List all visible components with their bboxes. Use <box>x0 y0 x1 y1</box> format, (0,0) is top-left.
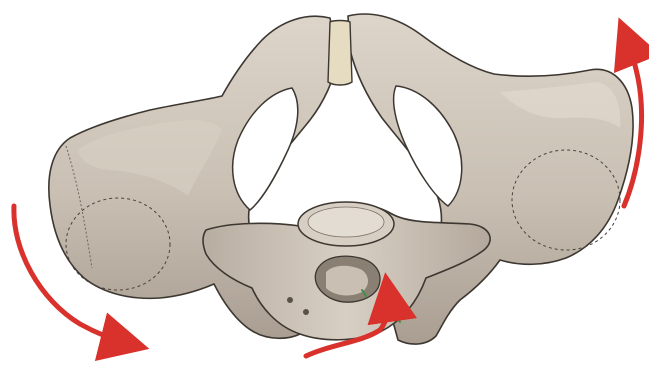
pubic-symphysis <box>328 21 352 86</box>
